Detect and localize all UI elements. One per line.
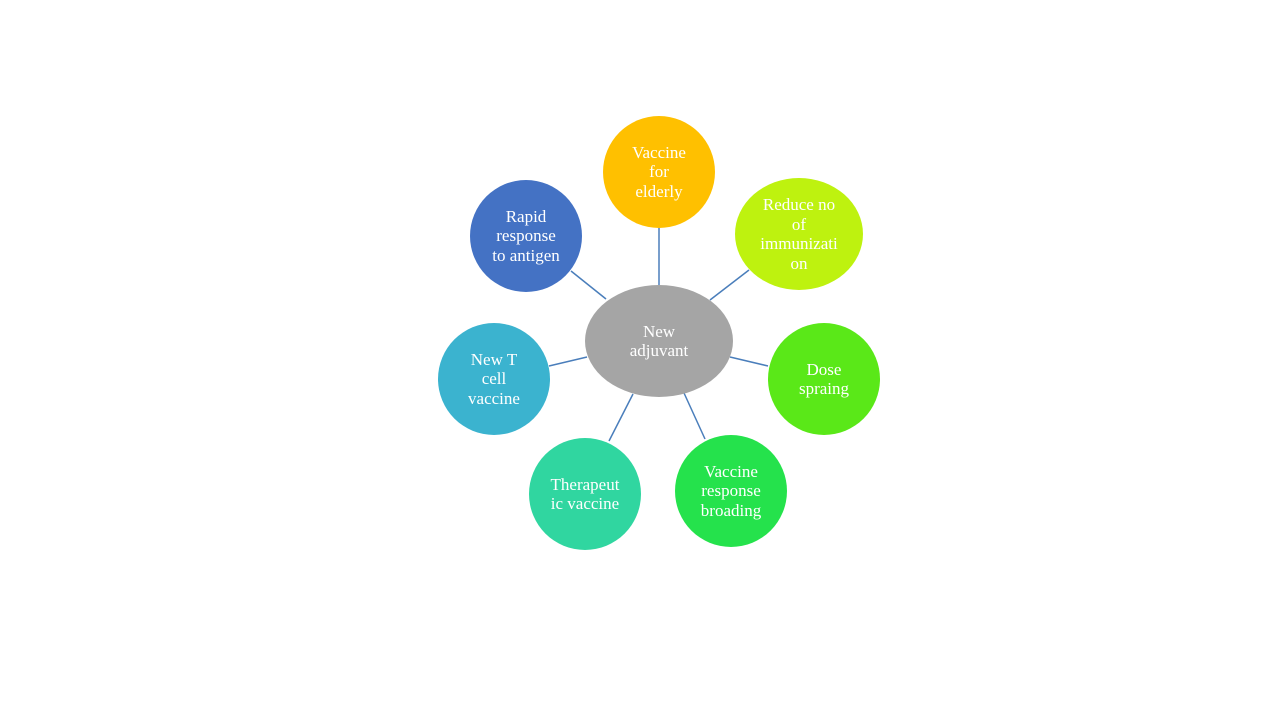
connector-upper-left — [570, 270, 607, 300]
node-rapid-response-to-antigen: Rapid response to antigen — [470, 180, 582, 292]
node-label: Vaccine for elderly — [632, 142, 686, 201]
node-label: New T cell vaccine — [468, 349, 520, 408]
node-label: Rapid response to antigen — [492, 206, 560, 265]
connector-upper-right — [709, 269, 750, 301]
node-reduce-immunization: Reduce no of immunizati on — [735, 178, 863, 290]
center-node-label: New adjuvant — [629, 321, 689, 361]
node-vaccine-response-broading: Vaccine response broading — [675, 435, 787, 547]
connector-lower-left — [608, 393, 634, 442]
center-node-new-adjuvant: New adjuvant — [585, 285, 733, 397]
node-dose-spraing: Dose spraing — [768, 323, 880, 435]
connector-lower-right — [683, 392, 706, 440]
connector-left — [548, 356, 588, 367]
connector-right — [729, 356, 769, 367]
node-therapeutic-vaccine: Therapeut ic vaccine — [529, 438, 641, 550]
node-vaccine-for-elderly: Vaccine for elderly — [603, 116, 715, 228]
node-new-t-cell-vaccine: New T cell vaccine — [438, 323, 550, 435]
node-label: Vaccine response broading — [700, 461, 762, 520]
node-label: Reduce no of immunizati on — [760, 195, 838, 273]
node-label: Dose spraing — [798, 359, 850, 399]
node-label: Therapeut ic vaccine — [550, 474, 620, 514]
